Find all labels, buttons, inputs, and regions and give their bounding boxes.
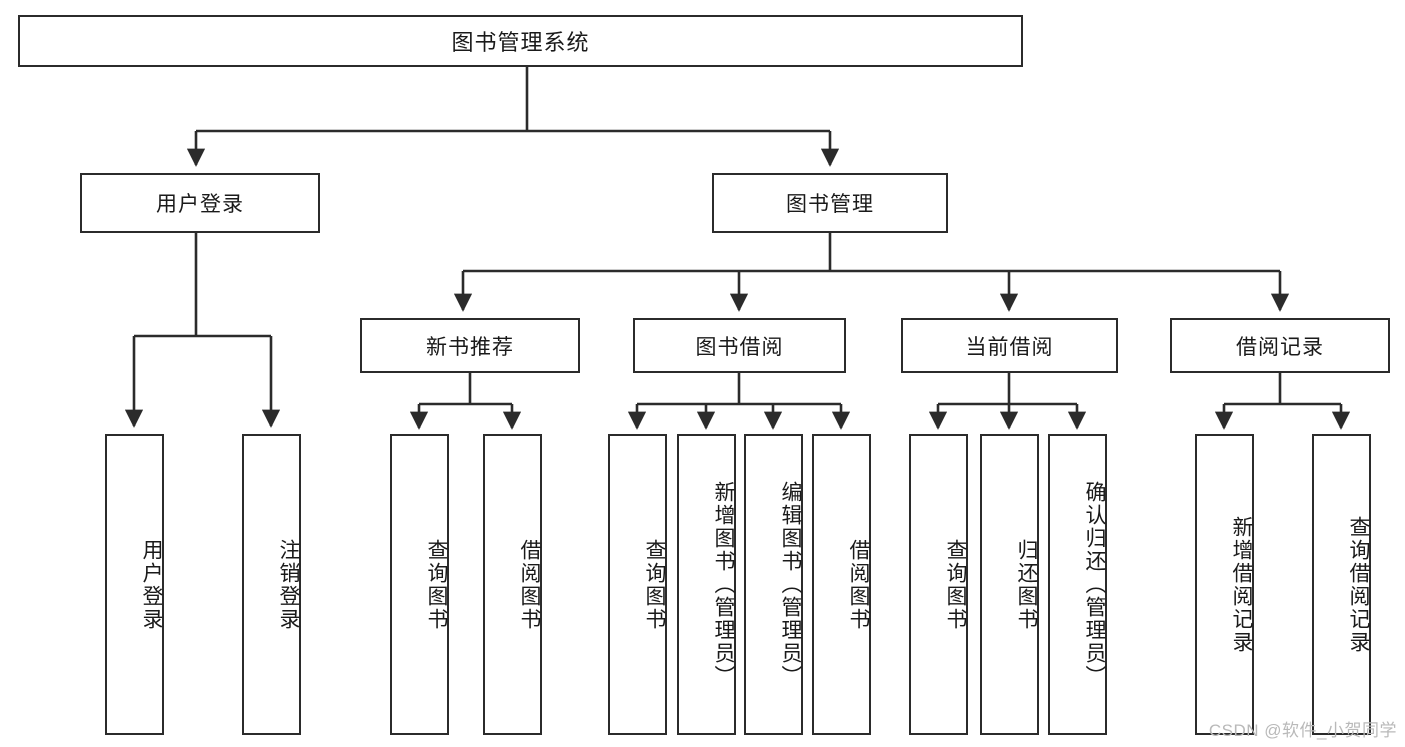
leaf-query-book-borrow[interactable]: 查询图书 [608, 434, 667, 735]
node-new-book-recommend-label: 新书推荐 [426, 335, 514, 359]
node-new-book-recommend[interactable]: 新书推荐 [360, 318, 580, 373]
leaf-query-book-current[interactable]: 查询图书 [909, 434, 968, 735]
leaf-query-book-newbook[interactable]: 查询图书 [390, 434, 449, 735]
node-book-management-label: 图书管理 [786, 193, 874, 216]
node-book-borrow[interactable]: 图书借阅 [633, 318, 846, 373]
leaf-edit-book-admin[interactable]: 编辑图书（管理员） [744, 434, 803, 735]
leaf-borrow-book-newbook-label: 借阅图书 [518, 538, 541, 631]
node-user-login-label: 用户登录 [156, 193, 244, 216]
leaf-add-book-admin[interactable]: 新增图书（管理员） [677, 434, 736, 735]
leaf-borrow-book-label: 借阅图书 [847, 538, 870, 631]
node-root[interactable]: 图书管理系统 [18, 15, 1023, 67]
leaf-query-book-current-label: 查询图书 [944, 538, 967, 631]
leaf-query-borrow-record[interactable]: 查询借阅记录 [1312, 434, 1371, 735]
node-book-borrow-label: 图书借阅 [695, 335, 784, 359]
leaf-return-book[interactable]: 归还图书 [980, 434, 1039, 735]
node-borrow-record[interactable]: 借阅记录 [1170, 318, 1390, 373]
leaf-logout[interactable]: 注销登录 [242, 434, 301, 735]
watermark: CSDN @软件_小贺同学 [1208, 721, 1397, 740]
node-borrow-record-label: 借阅记录 [1236, 335, 1324, 359]
leaf-query-borrow-record-label: 查询借阅记录 [1347, 515, 1370, 654]
leaf-borrow-book-newbook[interactable]: 借阅图书 [483, 434, 542, 735]
leaf-return-book-label: 归还图书 [1015, 538, 1038, 631]
node-current-borrow[interactable]: 当前借阅 [901, 318, 1118, 373]
leaf-borrow-book[interactable]: 借阅图书 [812, 434, 871, 735]
leaf-add-book-admin-label: 新增图书（管理员） [712, 481, 735, 688]
leaf-query-book-newbook-label: 查询图书 [425, 538, 448, 631]
leaf-logout-label: 注销登录 [277, 538, 300, 631]
node-current-borrow-label: 当前借阅 [965, 335, 1054, 359]
leaf-user-login[interactable]: 用户登录 [105, 434, 164, 735]
leaf-add-borrow-record-label: 新增借阅记录 [1230, 515, 1253, 654]
leaf-user-login-label: 用户登录 [140, 538, 163, 631]
leaf-edit-book-admin-label: 编辑图书（管理员） [779, 481, 802, 688]
leaf-query-book-borrow-label: 查询图书 [643, 538, 666, 631]
node-user-login[interactable]: 用户登录 [80, 173, 320, 233]
node-book-management[interactable]: 图书管理 [712, 173, 948, 233]
leaf-add-borrow-record[interactable]: 新增借阅记录 [1195, 434, 1254, 735]
leaf-confirm-return-admin[interactable]: 确认归还（管理员） [1048, 434, 1107, 735]
leaf-confirm-return-admin-label: 确认归还（管理员） [1083, 481, 1106, 688]
node-root-label: 图书管理系统 [451, 30, 590, 55]
